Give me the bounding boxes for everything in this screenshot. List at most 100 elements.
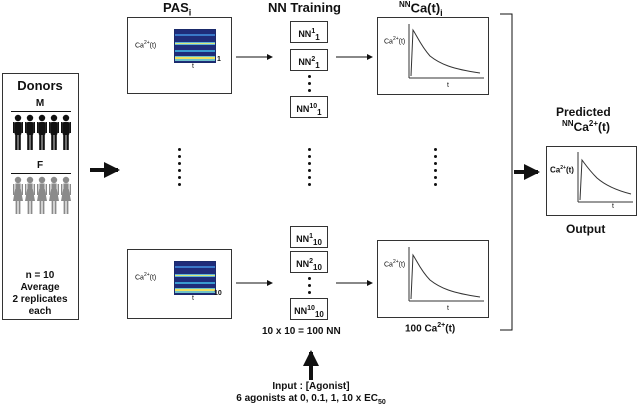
nn-top-1-sup: 1 xyxy=(311,28,316,35)
nn-bottom-10-base: NN xyxy=(294,306,308,316)
ca-bottom-xlabel: t xyxy=(447,305,449,312)
donor-stat-average: Average xyxy=(20,282,60,293)
nn-bottom-10-sub: 10 xyxy=(314,309,324,319)
pas-header-base: PAS xyxy=(163,0,189,15)
output-ylabel-tail: (t) xyxy=(565,165,574,175)
ca-plot-bottom: Ca2+(t) t xyxy=(377,240,489,318)
pas-top-xlabel: t xyxy=(192,63,194,70)
ca-total-label: 100 Ca2+(t) xyxy=(405,322,455,334)
nn-top-2-base: NN xyxy=(298,57,312,67)
donor-stat-n: n = 10 xyxy=(25,270,55,281)
output-curve xyxy=(577,152,633,203)
ca-top-ylabel-base: Ca xyxy=(384,38,393,46)
nn-bottom-10-sup: 10 xyxy=(307,305,315,312)
ca-total-sup: 2+ xyxy=(437,322,446,329)
nn-box-bottom-10: NN1010 xyxy=(290,298,328,320)
input-line-1: Input : [Agonist] xyxy=(272,381,350,392)
pas-top-spectrogram xyxy=(174,29,216,63)
nn-top-ellipsis xyxy=(308,75,312,96)
input-line-2: 6 agonists at 0, 0.1, 1, 10 x EC50 xyxy=(170,393,452,409)
pas-top-ylabel-tail: (t) xyxy=(149,42,157,50)
pas-header: PASi xyxy=(163,0,191,18)
ca-bottom-ylabel-sup: 2+ xyxy=(392,259,399,265)
ca-top-trace xyxy=(410,28,481,77)
nn-box-top-1: NN11 xyxy=(290,21,328,43)
output-ylabel: Ca2+(t) xyxy=(550,165,574,175)
nn-top-1-sub: 1 xyxy=(315,32,320,42)
nn-total-label: 10 x 10 = 100 NN xyxy=(262,326,341,337)
spectrogram-image-top xyxy=(175,30,215,62)
nnca-header: NNCa(t)i xyxy=(399,0,443,18)
predicted-nn-sup: NN xyxy=(562,119,574,128)
nn-box-bottom-1: NN110 xyxy=(290,226,328,248)
predicted-label: Predicted xyxy=(556,105,611,119)
nn-bottom-2-sup: 2 xyxy=(309,258,313,265)
output-plot: Ca2+(t) t xyxy=(546,146,637,216)
pas-header-sub: i xyxy=(188,7,192,18)
input-line-2-base: 6 agonists at 0, 0.1, 1, 10 x EC xyxy=(236,393,378,404)
predicted-ca-base: Ca xyxy=(573,120,589,134)
nn-bottom-1-base: NN xyxy=(296,234,310,244)
output-trace xyxy=(579,158,632,201)
nn-bottom-ellipsis xyxy=(308,277,312,298)
pas-bottom-ylabel: Ca2+(t) xyxy=(135,272,156,281)
nn-top-2-sub: 1 xyxy=(315,60,320,70)
donor-stats: n = 10 Average 2 replicates each xyxy=(3,270,77,318)
nn-top-2-sup: 2 xyxy=(311,56,316,63)
pas-top-ylabel: Ca2+(t) xyxy=(135,40,156,49)
predicted-ca-sup: 2+ xyxy=(588,119,599,128)
male-icon-row xyxy=(13,114,71,150)
ca-top-curve xyxy=(408,24,484,79)
output-ylabel-sup: 2+ xyxy=(560,165,566,171)
female-label: F xyxy=(36,160,44,171)
pas-bottom-ylabel-base: Ca xyxy=(135,274,144,282)
predicted-ca-tail: (t) xyxy=(598,120,611,134)
output-xlabel: t xyxy=(612,203,614,210)
ca-bottom-trace xyxy=(410,253,481,300)
nn-training-header: NN Training xyxy=(268,0,341,15)
pas-bottom-index: 10 xyxy=(214,290,222,297)
ca-top-ylabel-sup: 2+ xyxy=(392,36,399,42)
pas-bottom-xlabel: t xyxy=(192,295,194,302)
nn-bottom-1-sub: 10 xyxy=(313,237,322,247)
input-description: Input : [Agonist] 6 agonists at 0, 0.1, … xyxy=(170,381,452,409)
nn-box-bottom-2: NN210 xyxy=(290,251,328,273)
pas-bottom-ylabel-tail: (t) xyxy=(149,274,157,282)
ca-plot-top: Ca2+(t) t xyxy=(377,17,489,95)
nn-top-10-base: NN xyxy=(296,104,310,114)
donor-stat-replicates: 2 replicates xyxy=(12,294,68,305)
ca-bottom-ylabel-base: Ca xyxy=(384,261,393,269)
ca-bottom-ylabel: Ca2+(t) xyxy=(384,259,405,268)
nn-bottom-2-sub: 10 xyxy=(313,262,322,272)
nn-ellipsis xyxy=(308,148,312,190)
nn-top-10-sup: 10 xyxy=(309,103,318,110)
pas-ellipsis xyxy=(178,148,182,190)
input-line-2-sub: 50 xyxy=(377,399,386,406)
female-icon-row xyxy=(13,176,71,214)
pas-bottom-ylabel-sup: 2+ xyxy=(143,272,150,278)
predicted-ca-label: NNCa2+(t) xyxy=(562,119,610,134)
pas-top-ylabel-sup: 2+ xyxy=(143,40,150,46)
donors-title: Donors xyxy=(17,78,63,93)
pas-bottom-spectrogram xyxy=(174,261,216,295)
ca-top-xlabel: t xyxy=(447,82,449,89)
nnca-header-sub: i xyxy=(440,7,443,18)
nnca-header-base: Ca(t) xyxy=(410,0,441,16)
male-divider xyxy=(11,111,71,112)
nn-top-10-sub: 1 xyxy=(317,107,322,117)
nn-top-1-base: NN xyxy=(298,29,312,39)
donor-stat-each: each xyxy=(28,306,52,317)
ca-total-tail: (t) xyxy=(445,323,456,335)
pas-top-ylabel-base: Ca xyxy=(135,42,144,50)
aggregation-bracket xyxy=(500,13,513,331)
ca-top-ylabel: Ca2+(t) xyxy=(384,36,405,45)
pas-top-index: 1 xyxy=(217,56,221,63)
ca-bottom-ylabel-tail: (t) xyxy=(398,261,406,269)
nn-box-top-2: NN21 xyxy=(290,49,328,71)
ca-ellipsis xyxy=(434,148,438,190)
nn-bottom-1-sup: 1 xyxy=(309,233,313,240)
spectrogram-image-bottom xyxy=(175,262,215,294)
ca-total-base: 100 Ca xyxy=(405,323,438,335)
output-ylabel-base: Ca xyxy=(550,165,561,175)
